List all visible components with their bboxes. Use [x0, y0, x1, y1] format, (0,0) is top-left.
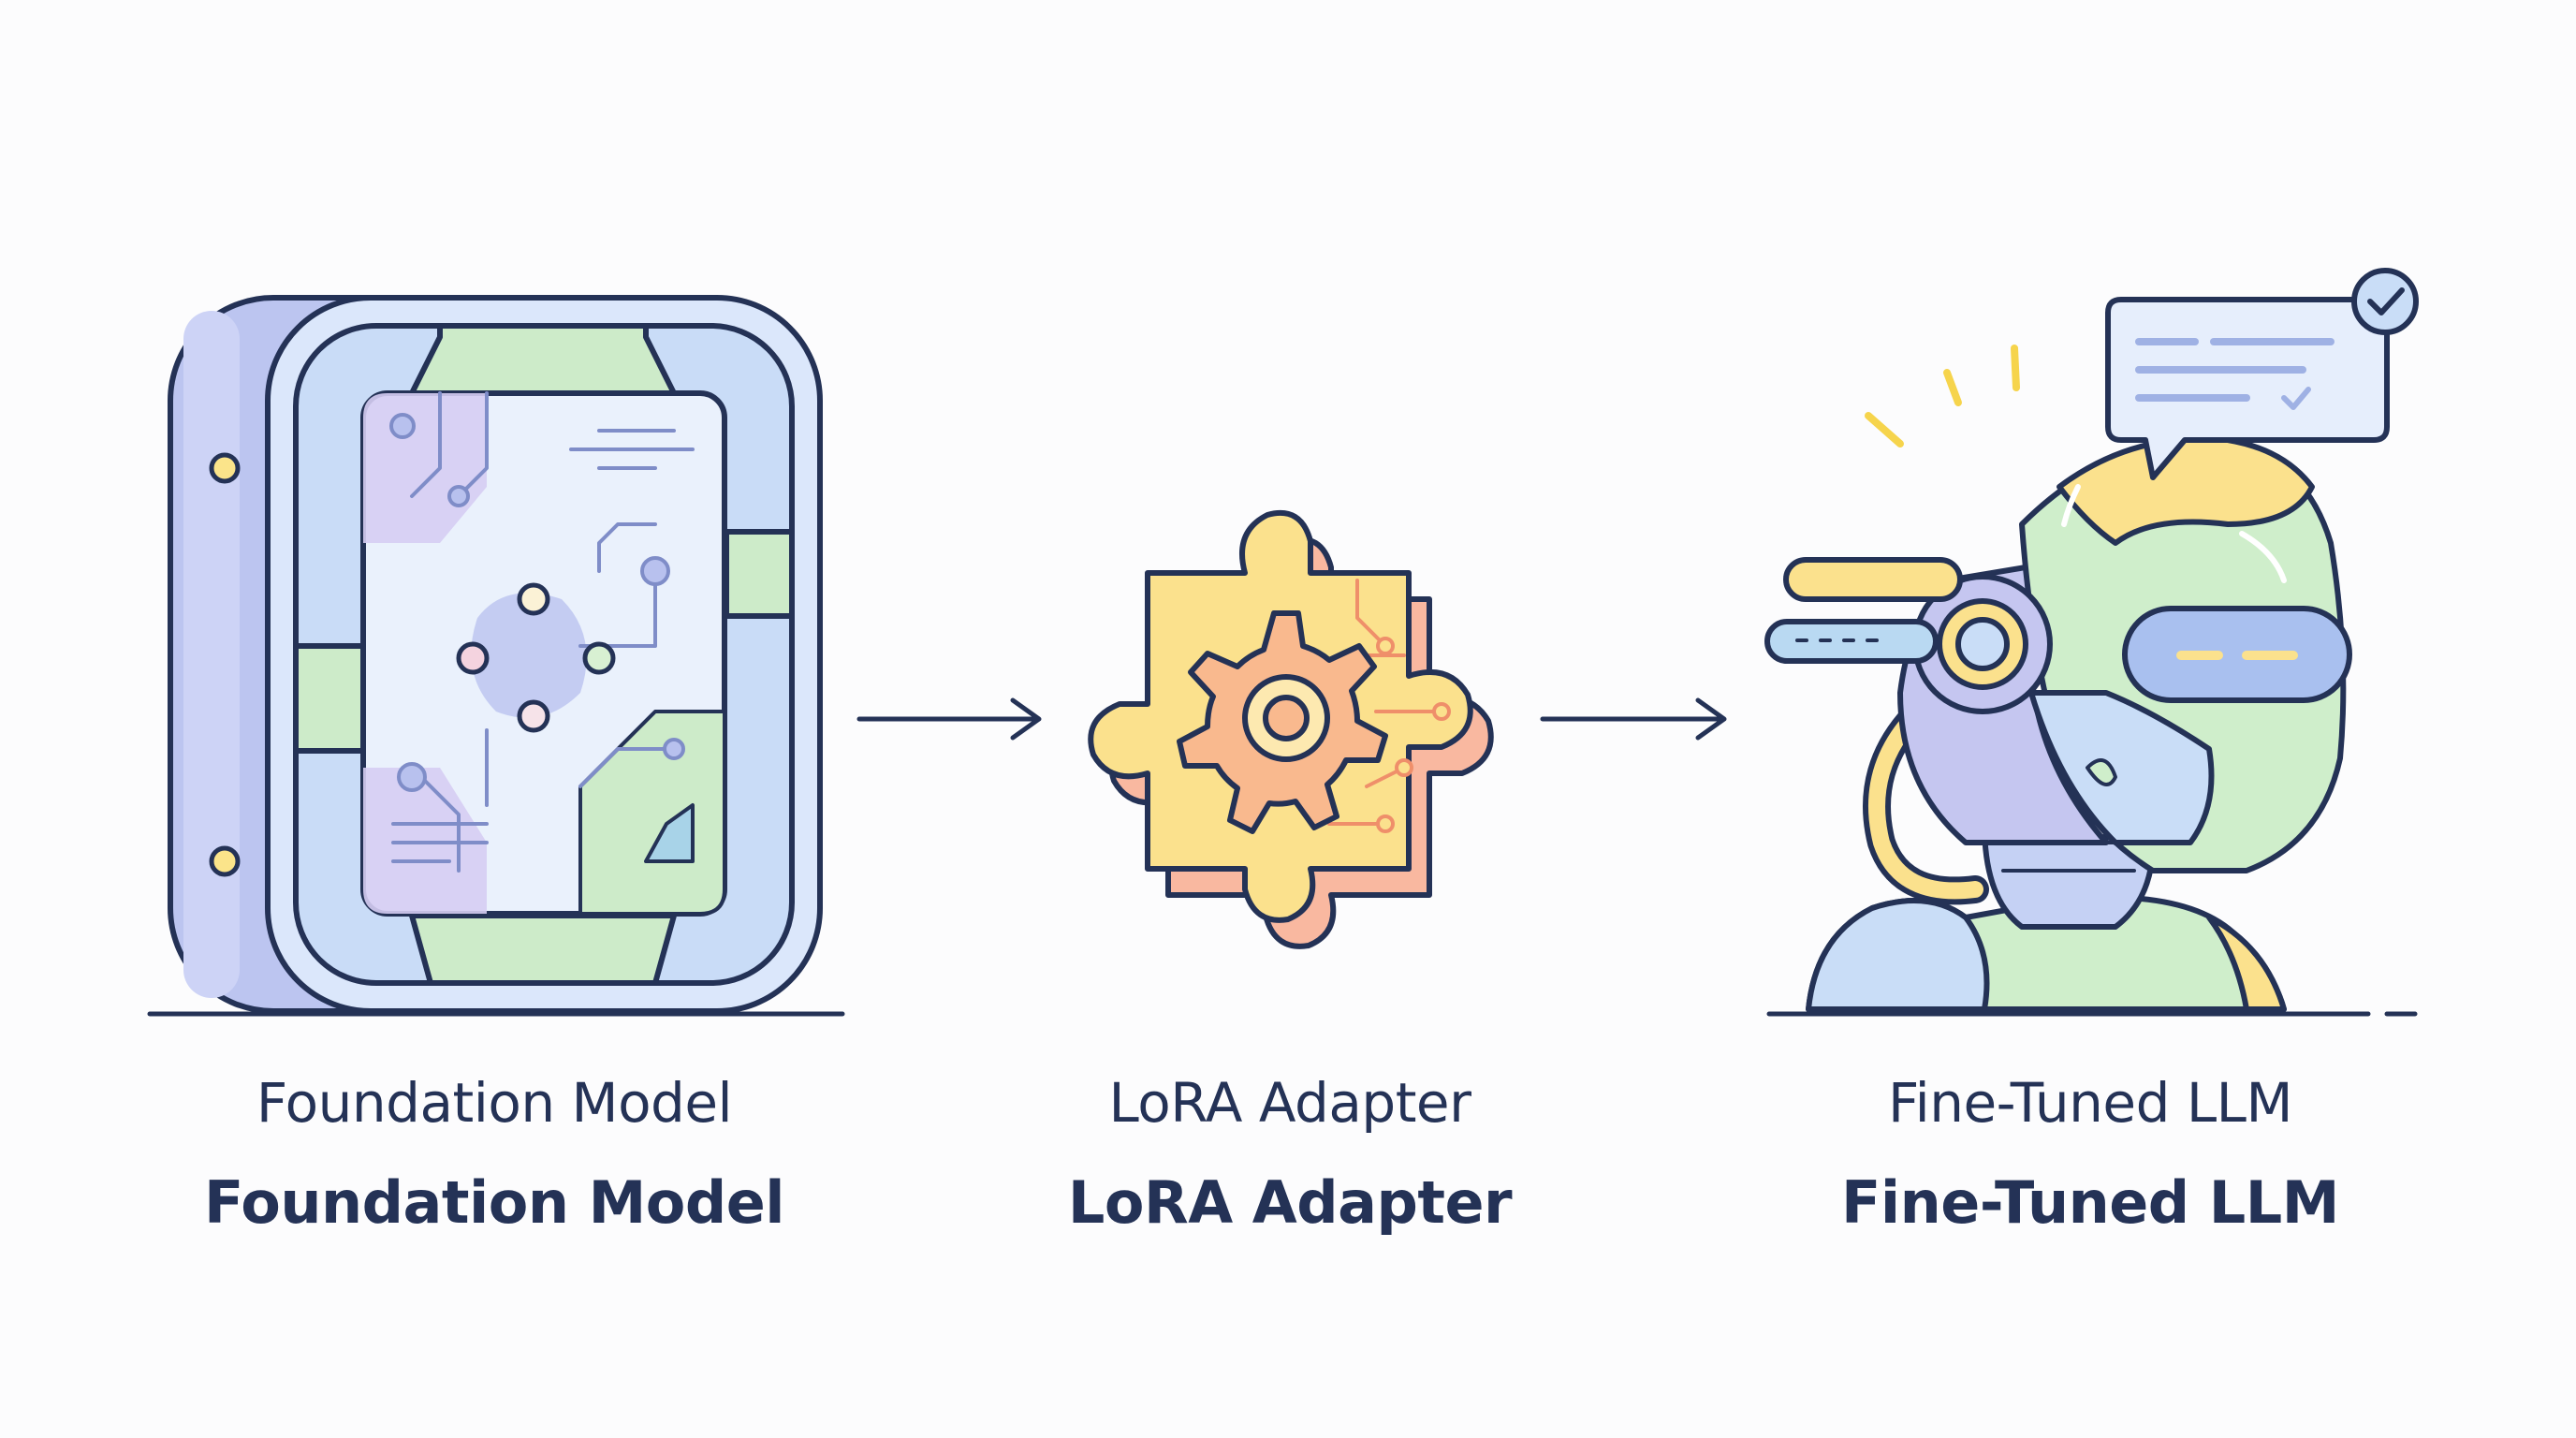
- stage-caption-finetuned: Fine-Tuned LLM Fine-Tuned LLM: [1669, 1070, 2511, 1239]
- puzzle-gear-icon: [1088, 509, 1494, 949]
- stage-label: Fine-Tuned LLM: [1887, 1071, 2293, 1135]
- stage-label-bold: LoRA Adapter: [1067, 1168, 1513, 1237]
- stage-label-bold: Foundation Model: [203, 1168, 785, 1237]
- checkmark-badge-icon: [2351, 268, 2419, 335]
- stage-label: Foundation Model: [256, 1071, 733, 1135]
- stage-caption-foundation: Foundation Model Foundation Model: [73, 1070, 915, 1239]
- arrow-right-icon: [856, 697, 1042, 741]
- robot-head-icon: [1764, 268, 2419, 1017]
- arrow-right-icon: [1540, 697, 1727, 741]
- stage-caption-lora: LoRA Adapter LoRA Adapter: [869, 1070, 1711, 1239]
- stage-label: LoRA Adapter: [1108, 1071, 1471, 1135]
- stage-label-bold: Fine-Tuned LLM: [1841, 1168, 2339, 1237]
- circuit-chip-icon: [147, 295, 845, 1017]
